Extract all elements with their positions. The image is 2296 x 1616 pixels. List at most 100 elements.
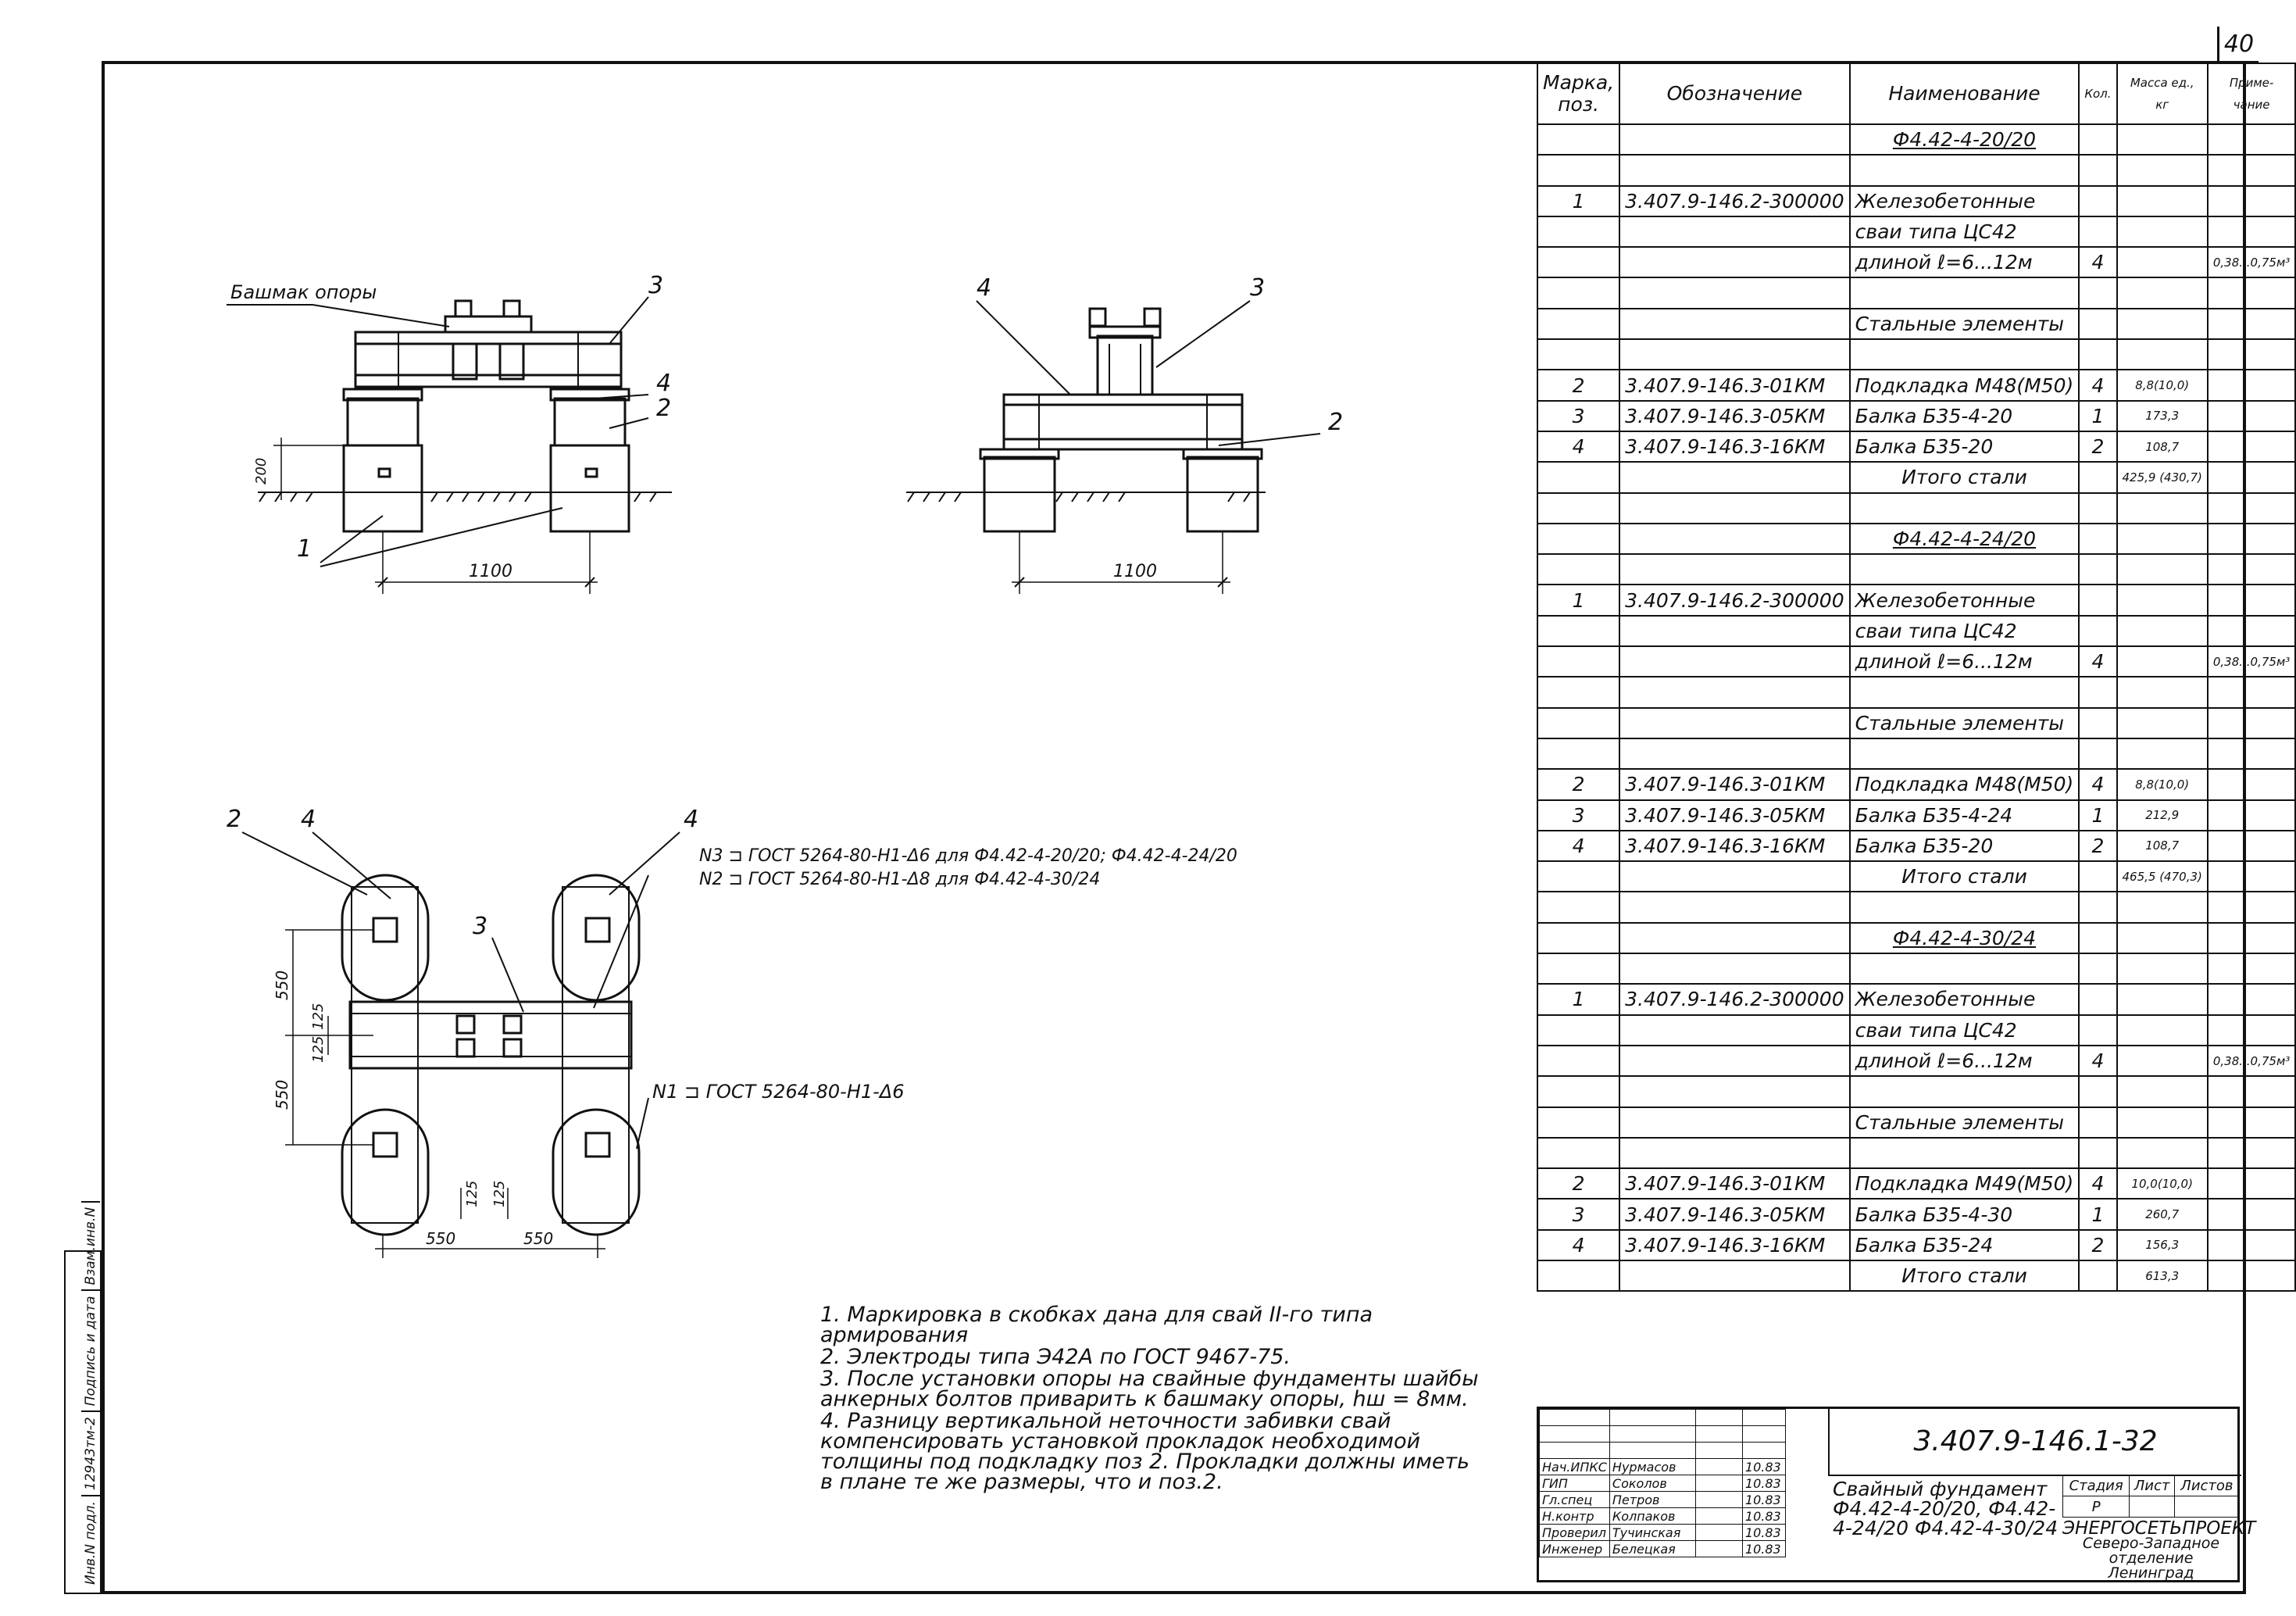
spec-cell <box>2116 891 2209 924</box>
spec-cell <box>2206 799 2296 831</box>
spec-cell <box>2206 522 2296 556</box>
spec-cell <box>2116 553 2209 586</box>
spec-cell <box>2206 1014 2296 1046</box>
spec-cell <box>2206 706 2296 739</box>
spec-cell: длиной ℓ=6...12м <box>1848 1044 2080 1078</box>
spec-cell: Ф4.42-4-30/24 <box>1848 921 2080 955</box>
spec-cell: Подкладка М48(М50) <box>1848 768 2080 801</box>
spec-cell <box>1536 953 1621 985</box>
spec-cell <box>2078 154 2118 187</box>
spec-cell <box>2078 706 2118 739</box>
spec-cell <box>2206 492 2296 524</box>
spec-cell: 4 <box>1536 829 1621 863</box>
spec-cell: сваи типа ЦС42 <box>1848 1014 2080 1046</box>
dim-550-b: 550 <box>273 1080 291 1110</box>
spec-cell <box>2206 338 2296 371</box>
spec-cell <box>1619 215 1851 248</box>
spec-cell: Балка Б35-20 <box>1848 829 2080 863</box>
spec-cell <box>2206 1259 2296 1292</box>
spec-cell <box>1536 1136 1621 1170</box>
spec-cell <box>2116 953 2209 985</box>
spec-cell <box>2206 461 2296 494</box>
pos-label-3b: 3 <box>1250 274 1265 302</box>
spec-cell: Подкладка М49(М50) <box>1848 1167 2080 1200</box>
spec-cell: Балка Б35-20 <box>1848 430 2080 463</box>
pos-label-4a: 4 <box>656 370 671 397</box>
spec-cell: 3 <box>1536 399 1621 432</box>
spec-cell: 3.407.9-146.3-01КМ <box>1619 369 1851 402</box>
dim-1100-a: 1100 <box>469 562 512 581</box>
spec-row <box>1536 676 2296 709</box>
spec-cell <box>1536 1106 1621 1139</box>
spec-cell <box>2206 1228 2296 1261</box>
spec-cell: длиной ℓ=6...12м <box>1848 246 2080 279</box>
spec-cell <box>2078 1259 2118 1292</box>
spec-cell <box>2116 1106 2209 1139</box>
spec-cell <box>1536 461 1621 494</box>
spec-row <box>1536 492 2296 524</box>
spec-cell <box>2206 1075 2296 1108</box>
spec-cell: 10,0(10,0) <box>2116 1167 2209 1200</box>
spec-cell: 1 <box>2078 399 2118 432</box>
spec-cell <box>2116 184 2209 217</box>
spec-row: Стальные элементы <box>1536 1106 2296 1139</box>
spec-cell: Железобетонные <box>1848 184 2080 217</box>
spec-cell: 465,5 (470,3) <box>2116 860 2209 893</box>
spec-cell <box>1619 1259 1851 1292</box>
side-elevation <box>906 300 1321 594</box>
spec-cell: 108,7 <box>2116 430 2209 463</box>
spec-cell <box>2116 307 2209 341</box>
spec-cell: 3.407.9-146.3-05КМ <box>1619 1198 1851 1231</box>
spec-cell <box>1536 277 1621 309</box>
spec-cell: 0,38...0,75м³ <box>2206 645 2296 678</box>
spec-cell <box>1536 492 1621 524</box>
spec-cell <box>1619 553 1851 586</box>
spec-cell <box>2116 1075 2209 1108</box>
spec-cell <box>2116 1044 2209 1078</box>
spec-cell: сваи типа ЦС42 <box>1848 614 2080 648</box>
spec-cell <box>2206 1198 2296 1231</box>
spec-cell <box>2116 921 2209 955</box>
spec-cell: Итого стали <box>1848 461 2080 494</box>
spec-cell <box>1536 338 1621 371</box>
spec-cell: 3.407.9-146.2-300000 <box>1619 584 1851 617</box>
spec-cell <box>2116 983 2209 1016</box>
spec-row <box>1536 1075 2296 1108</box>
pos-label-4b: 4 <box>977 274 991 302</box>
spec-cell <box>2116 737 2209 770</box>
dim-550-d: 550 <box>523 1229 553 1248</box>
spec-cell <box>1848 553 2080 586</box>
spec-cell <box>2206 184 2296 217</box>
left-stamp-frame <box>64 1250 102 1594</box>
spec-cell <box>1619 921 1851 955</box>
spec-cell <box>2116 215 2209 248</box>
spec-cell <box>1848 676 2080 709</box>
spec-cell <box>1536 522 1621 556</box>
spec-cell <box>1619 891 1851 924</box>
spec-cell <box>1848 277 2080 309</box>
spec-cell <box>2206 369 2296 402</box>
spec-cell <box>1619 614 1851 648</box>
weld-note-n2: N2 ⊐ ГОСТ 5264-80-Н1-Δ8 для Ф4.42-4-30/2… <box>699 870 1100 889</box>
pos-label-2b: 2 <box>1328 409 1343 436</box>
spec-cell <box>2116 584 2209 617</box>
spec-cell <box>1536 154 1621 187</box>
spec-cell: 8,8(10,0) <box>2116 768 2209 801</box>
spec-row <box>1536 953 2296 985</box>
notes: 1. Маркировка в скобках дана для свай II… <box>820 1304 1484 1494</box>
spec-cell: 4 <box>2078 246 2118 279</box>
spec-cell <box>2078 1014 2118 1046</box>
spec-cell <box>2206 891 2296 924</box>
spec-cell: Стальные элементы <box>1848 307 2080 341</box>
spec-cell: Железобетонные <box>1848 584 2080 617</box>
